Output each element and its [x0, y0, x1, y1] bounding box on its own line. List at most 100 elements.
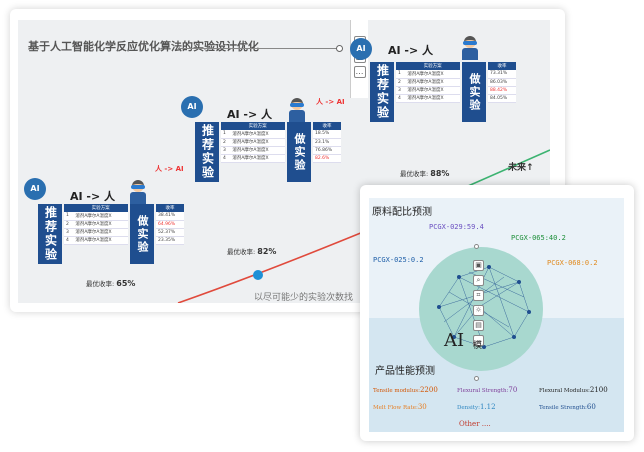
ai-bulb-icon: AI: [181, 96, 203, 118]
yield-cell: 76.86%: [313, 146, 341, 155]
recommend-label: 推荐实验: [38, 204, 62, 264]
human-to-ai-label-2: 人 -> AI: [316, 98, 345, 106]
model-card[interactable]: ▣ ⌕ ⌗ ☼ ▤ … 原料配比预测 PCGX-029:59.4 PCGX-06…: [360, 185, 634, 441]
row-num: 3: [396, 86, 406, 95]
row-num: 2: [396, 78, 406, 87]
input-ratio-2: PCGX-065:40.2: [511, 234, 566, 242]
image-icon[interactable]: ▣: [473, 260, 484, 271]
yield-cell: 82.6%: [313, 154, 341, 163]
yield-cell: 52.37%: [156, 228, 184, 237]
recommend-label: 推荐实验: [195, 122, 219, 182]
yield-table: 收率 38.41% 64.96% 52.37% 23.35%: [156, 204, 184, 245]
row-plan: 溶剂A摩尔A温度X: [73, 236, 128, 245]
group-heading: AI -> 人: [227, 108, 273, 121]
yield-cell: 73.31%: [488, 70, 516, 79]
ai-bulb-icon: AI: [24, 178, 46, 200]
slide-card[interactable]: 基于人工智能化学反应优化算法的实验设计优化 ☼ ▣ … AI AI -> 人 推…: [10, 9, 565, 312]
optimal-yield: 最优收率: 88%: [400, 169, 450, 178]
bottom-resize-handle[interactable]: [474, 376, 479, 381]
input-ratio-3: PCGX-025:0.2: [373, 256, 424, 264]
future-label: 未来↑: [508, 163, 534, 173]
robot-icon: [460, 36, 480, 60]
prop-flexural-modulus: Flexural Modulus:2100: [539, 386, 608, 394]
row-plan: 溶剂A摩尔A温度X: [405, 86, 460, 95]
row-plan: 溶剂A摩尔A温度X: [73, 228, 128, 237]
yield-cell: 18.5%: [313, 130, 341, 139]
row-plan: 溶剂A摩尔A温度X: [405, 78, 460, 87]
do-experiment-label: 做实验: [287, 122, 311, 182]
row-num: 1: [396, 70, 406, 79]
prop-density: Density:1.12: [457, 403, 496, 411]
slide-footer-text: 以尽可能少的实验次数找: [254, 293, 354, 303]
crop-icon[interactable]: ⌗: [473, 290, 484, 301]
slide-title: 基于人工智能化学反应优化算法的实验设计优化: [28, 40, 259, 53]
model-panel: ▣ ⌕ ⌗ ☼ ▤ … 原料配比预测 PCGX-029:59.4 PCGX-06…: [369, 198, 624, 432]
ratio-prediction-title: 原料配比预测: [372, 207, 432, 218]
prop-other: Other ....: [459, 420, 491, 428]
row-num: 1: [64, 212, 74, 221]
row-num: 3: [221, 146, 231, 155]
yield-cell: 38.41%: [156, 212, 184, 221]
prop-melt-flow-rate: Melt Flow Rate:30: [373, 403, 427, 411]
row-plan: 溶剂A摩尔A温度X: [230, 130, 285, 139]
more-icon[interactable]: …: [473, 335, 484, 346]
image-alt-icon[interactable]: ▤: [473, 320, 484, 331]
row-plan: 溶剂A摩尔A温度X: [405, 94, 460, 103]
row-num: 2: [221, 138, 231, 147]
yield-cell: 64.96%: [156, 220, 184, 229]
zoom-icon[interactable]: ⌕: [473, 275, 484, 286]
optimal-yield: 最优收率: 82%: [227, 247, 277, 256]
yield-cell: 84.05%: [488, 94, 516, 103]
recommend-label: 推荐实验: [370, 62, 394, 122]
row-num: 3: [64, 228, 74, 237]
ai-model-label: AI: [444, 330, 465, 351]
input-ratio-4: PCGX-068:0.2: [547, 259, 598, 267]
col-header: 实验方案: [73, 204, 128, 212]
row-num: 4: [64, 236, 74, 245]
model-label: 模: [473, 341, 483, 351]
prop-flexural-strength: Flexural Strength:70: [457, 386, 518, 394]
robot-icon: [287, 98, 307, 122]
group-heading: AI -> 人: [70, 190, 116, 203]
optimal-yield: 最优收率: 65%: [86, 279, 136, 288]
human-to-ai-label-1: 人 -> AI: [155, 165, 184, 173]
row-num: 4: [396, 94, 406, 103]
yield-cell: 88.42%: [488, 86, 516, 95]
title-underline: [178, 48, 338, 49]
yield-table: 收率 73.31% 86.03% 88.42% 84.05%: [488, 62, 516, 103]
col-header: 收率: [156, 204, 184, 212]
col-header: 实验方案: [405, 62, 460, 70]
performance-prediction-title: 产品性能预测: [375, 366, 435, 377]
yield-table: 收率 18.5% 23.1% 76.86% 82.6%: [313, 122, 341, 163]
row-num: 2: [64, 220, 74, 229]
yield-cell: 86.03%: [488, 78, 516, 87]
row-plan: 溶剂A摩尔A温度X: [73, 220, 128, 229]
bulb-icon[interactable]: ☼: [473, 305, 484, 316]
do-experiment-label: 做实验: [462, 62, 486, 122]
prop-tensile-strength: Tensile Strength:60: [539, 403, 596, 411]
row-plan: 溶剂A摩尔A温度X: [230, 138, 285, 147]
row-plan: 溶剂A摩尔A温度X: [230, 146, 285, 155]
yield-cell: 23.1%: [313, 138, 341, 147]
robot-icon: [128, 180, 148, 204]
resize-handle[interactable]: [336, 45, 343, 52]
col-header: 收率: [488, 62, 516, 70]
row-plan: 溶剂A摩尔A温度X: [405, 70, 460, 79]
col-header: 收率: [313, 122, 341, 130]
more-icon[interactable]: …: [353, 66, 366, 78]
top-resize-handle[interactable]: [474, 244, 479, 249]
input-ratio-1: PCGX-029:59.4: [429, 223, 484, 231]
prop-tensile-modulus: Tensile modulus:2200: [373, 386, 438, 394]
col-header: 实验方案: [230, 122, 285, 130]
row-plan: 溶剂A摩尔A温度X: [73, 212, 128, 221]
ai-bulb-icon: AI: [350, 38, 372, 60]
yield-cell: 23.35%: [156, 236, 184, 245]
row-plan: 溶剂A摩尔A温度X: [230, 154, 285, 163]
